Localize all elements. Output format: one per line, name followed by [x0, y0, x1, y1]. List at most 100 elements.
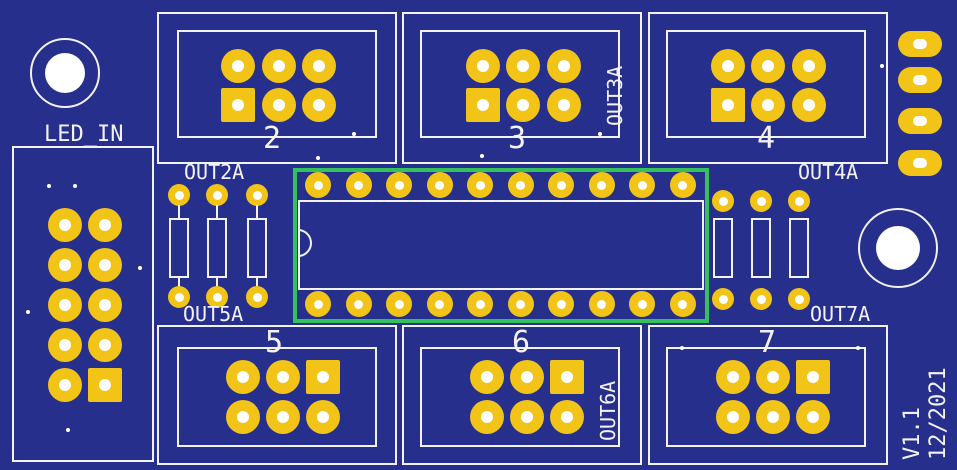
- connector-6-pin: [510, 400, 544, 434]
- version-label: V1.1: [900, 407, 925, 460]
- header-pin: [48, 208, 82, 242]
- resistor-lead: [256, 277, 258, 287]
- connector-7-pin: [716, 400, 750, 434]
- header-pin: [48, 288, 82, 322]
- silk-dot: [598, 132, 602, 136]
- connector-2-pin: [262, 49, 296, 83]
- connector-7-outer-frame: [648, 325, 888, 465]
- connector-5-pin: [306, 400, 340, 434]
- pin-marker: [47, 184, 51, 188]
- power-pad: [898, 67, 942, 93]
- ic-pin-bottom: [305, 291, 331, 317]
- connector-5-inner-frame: [177, 347, 377, 447]
- header-pin: [48, 368, 82, 402]
- connector-6-outer-frame: [402, 325, 642, 465]
- connector-2-pin: [302, 49, 336, 83]
- connector-7-pin: [716, 360, 750, 394]
- silk-dot: [352, 132, 356, 136]
- header-pin: [88, 208, 122, 242]
- ic-pin-top: [305, 172, 331, 198]
- silk-dot: [680, 346, 684, 350]
- resistor-pad: [168, 184, 190, 206]
- connector-4-pin: [792, 88, 826, 122]
- header-pin: [48, 328, 82, 362]
- connector-2-pin: [262, 88, 296, 122]
- power-pad: [898, 31, 942, 57]
- connector-4-pin: [711, 49, 745, 83]
- connector-7-pin: [756, 400, 790, 434]
- header-pin: [88, 328, 122, 362]
- led-in-label: LED_IN: [44, 122, 124, 147]
- resistor-outline: [713, 218, 733, 278]
- resistor-outline: [169, 218, 189, 278]
- out2a-label: OUT2A: [184, 160, 245, 184]
- out3a-label: OUT3A: [603, 65, 627, 126]
- resistor-lead: [216, 277, 218, 287]
- connector-2-inner-frame: [177, 30, 377, 138]
- connector-3-number: 3: [508, 121, 527, 156]
- resistor-pad: [712, 288, 734, 310]
- ic-pin-bottom: [588, 291, 615, 317]
- connector-5-pin: [266, 400, 300, 434]
- connector-5-pin: [266, 360, 300, 394]
- ic-pin-bottom: [629, 291, 655, 317]
- out4a-label: OUT4A: [798, 160, 859, 184]
- power-pad: [898, 150, 942, 176]
- ic-pin-bottom: [669, 291, 696, 317]
- silk-dot: [66, 428, 70, 432]
- header-pin-1: [88, 368, 122, 402]
- resistor-pad: [788, 288, 810, 310]
- connector-2-pin: [302, 88, 336, 122]
- ic-pin-top: [588, 172, 615, 198]
- left-header-frame: [12, 146, 154, 462]
- connector-6-pin: [470, 400, 504, 434]
- connector-6-pin: [510, 360, 544, 394]
- ic-pin-top: [548, 172, 574, 198]
- connector-6-inner-frame: [420, 347, 620, 447]
- connector-2-number: 2: [263, 121, 282, 156]
- ic-pin-top: [345, 172, 372, 198]
- connector-3-outer-frame: [402, 12, 642, 164]
- connector-3-pin: [506, 88, 540, 122]
- resistor-pad: [246, 184, 268, 206]
- resistor-lead: [256, 205, 258, 219]
- connector-7-inner-frame: [666, 347, 866, 447]
- resistor-pad: [206, 286, 228, 308]
- connector-4-pin: [751, 49, 785, 83]
- ic-pin-bottom: [548, 291, 574, 317]
- ic-pin-bottom: [467, 291, 493, 317]
- silk-dot: [880, 64, 884, 68]
- resistor-pad: [750, 190, 772, 212]
- header-pin: [48, 248, 82, 282]
- connector-7-pin-1: [796, 360, 830, 394]
- mounting-hole-top-left: [30, 38, 100, 108]
- connector-5-outer-frame: [157, 325, 397, 465]
- connector-3-pin: [466, 49, 500, 83]
- resistor-pad: [712, 190, 734, 212]
- header-pin: [88, 288, 122, 322]
- out5a-label: OUT5A: [183, 302, 244, 326]
- out7a-label: OUT7A: [810, 302, 871, 326]
- silk-dot: [26, 310, 30, 314]
- header-pin: [88, 248, 122, 282]
- connector-6-pin: [470, 360, 504, 394]
- resistor-outline: [789, 218, 809, 278]
- connector-5-pin-1: [306, 360, 340, 394]
- connector-4-number: 4: [757, 121, 776, 156]
- connector-4-inner-frame: [666, 30, 866, 138]
- ic-pin-top: [507, 172, 534, 198]
- connector-4-outer-frame: [648, 12, 888, 164]
- ic-socket-selection[interactable]: [293, 168, 709, 323]
- ic-pin-top: [386, 172, 412, 198]
- connector-5-number: 5: [265, 325, 284, 360]
- resistor-lead: [178, 277, 180, 287]
- connector-3-pin: [547, 88, 581, 122]
- connector-5-pin: [226, 400, 260, 434]
- connector-5-pin: [226, 360, 260, 394]
- connector-3-pin: [506, 49, 540, 83]
- silk-dot: [138, 266, 142, 270]
- resistor-lead: [178, 205, 180, 219]
- resistor-pad: [750, 288, 772, 310]
- silk-dot: [480, 154, 484, 158]
- ic-pin-bottom: [507, 291, 534, 317]
